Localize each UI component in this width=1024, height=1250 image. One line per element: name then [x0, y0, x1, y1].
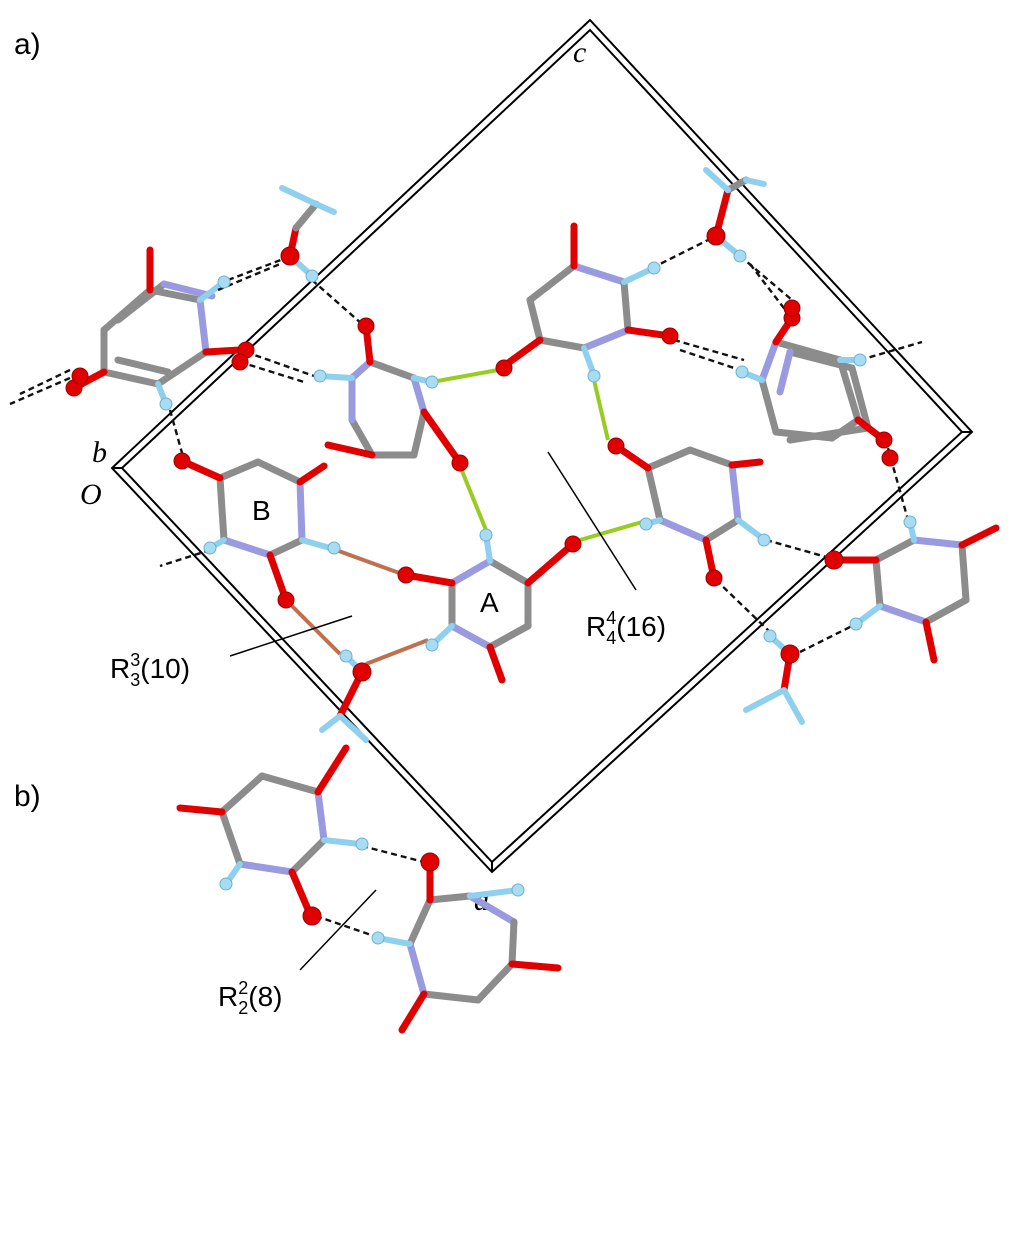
hydrogen-atoms: [159, 249, 917, 663]
axis-c-label: c: [573, 36, 586, 69]
dimer-right-molecule: [375, 858, 562, 1034]
r22-leader-line: [299, 889, 377, 971]
molecule-right-center: [612, 442, 765, 582]
axis-b-label: b: [92, 436, 107, 469]
molecule-upper-right: [500, 222, 674, 378]
molecule-right-stack: [739, 314, 888, 444]
r33-leader-line: [229, 615, 353, 657]
hbonds-brown: [288, 548, 429, 666]
panel-a-label: a): [14, 28, 41, 61]
panel-b-label: b): [14, 780, 41, 813]
molecule-b: [178, 457, 333, 604]
molecule-upper-middle: [317, 322, 464, 467]
dimer-hbonds: [315, 844, 425, 938]
ring-b-label: B: [252, 495, 271, 526]
oxygen-atoms: [65, 226, 899, 682]
r44-leader-line: [547, 451, 637, 591]
molecule-lower-right: [832, 519, 1000, 664]
dimer-atoms: [219, 837, 525, 945]
dimer-left-molecule: [176, 744, 363, 918]
hbonds-green: [431, 368, 643, 542]
unit-cell: [110, 18, 974, 874]
origin-label: O: [80, 478, 102, 511]
ring-a-label: A: [480, 587, 499, 618]
molecule-a: [402, 532, 577, 684]
